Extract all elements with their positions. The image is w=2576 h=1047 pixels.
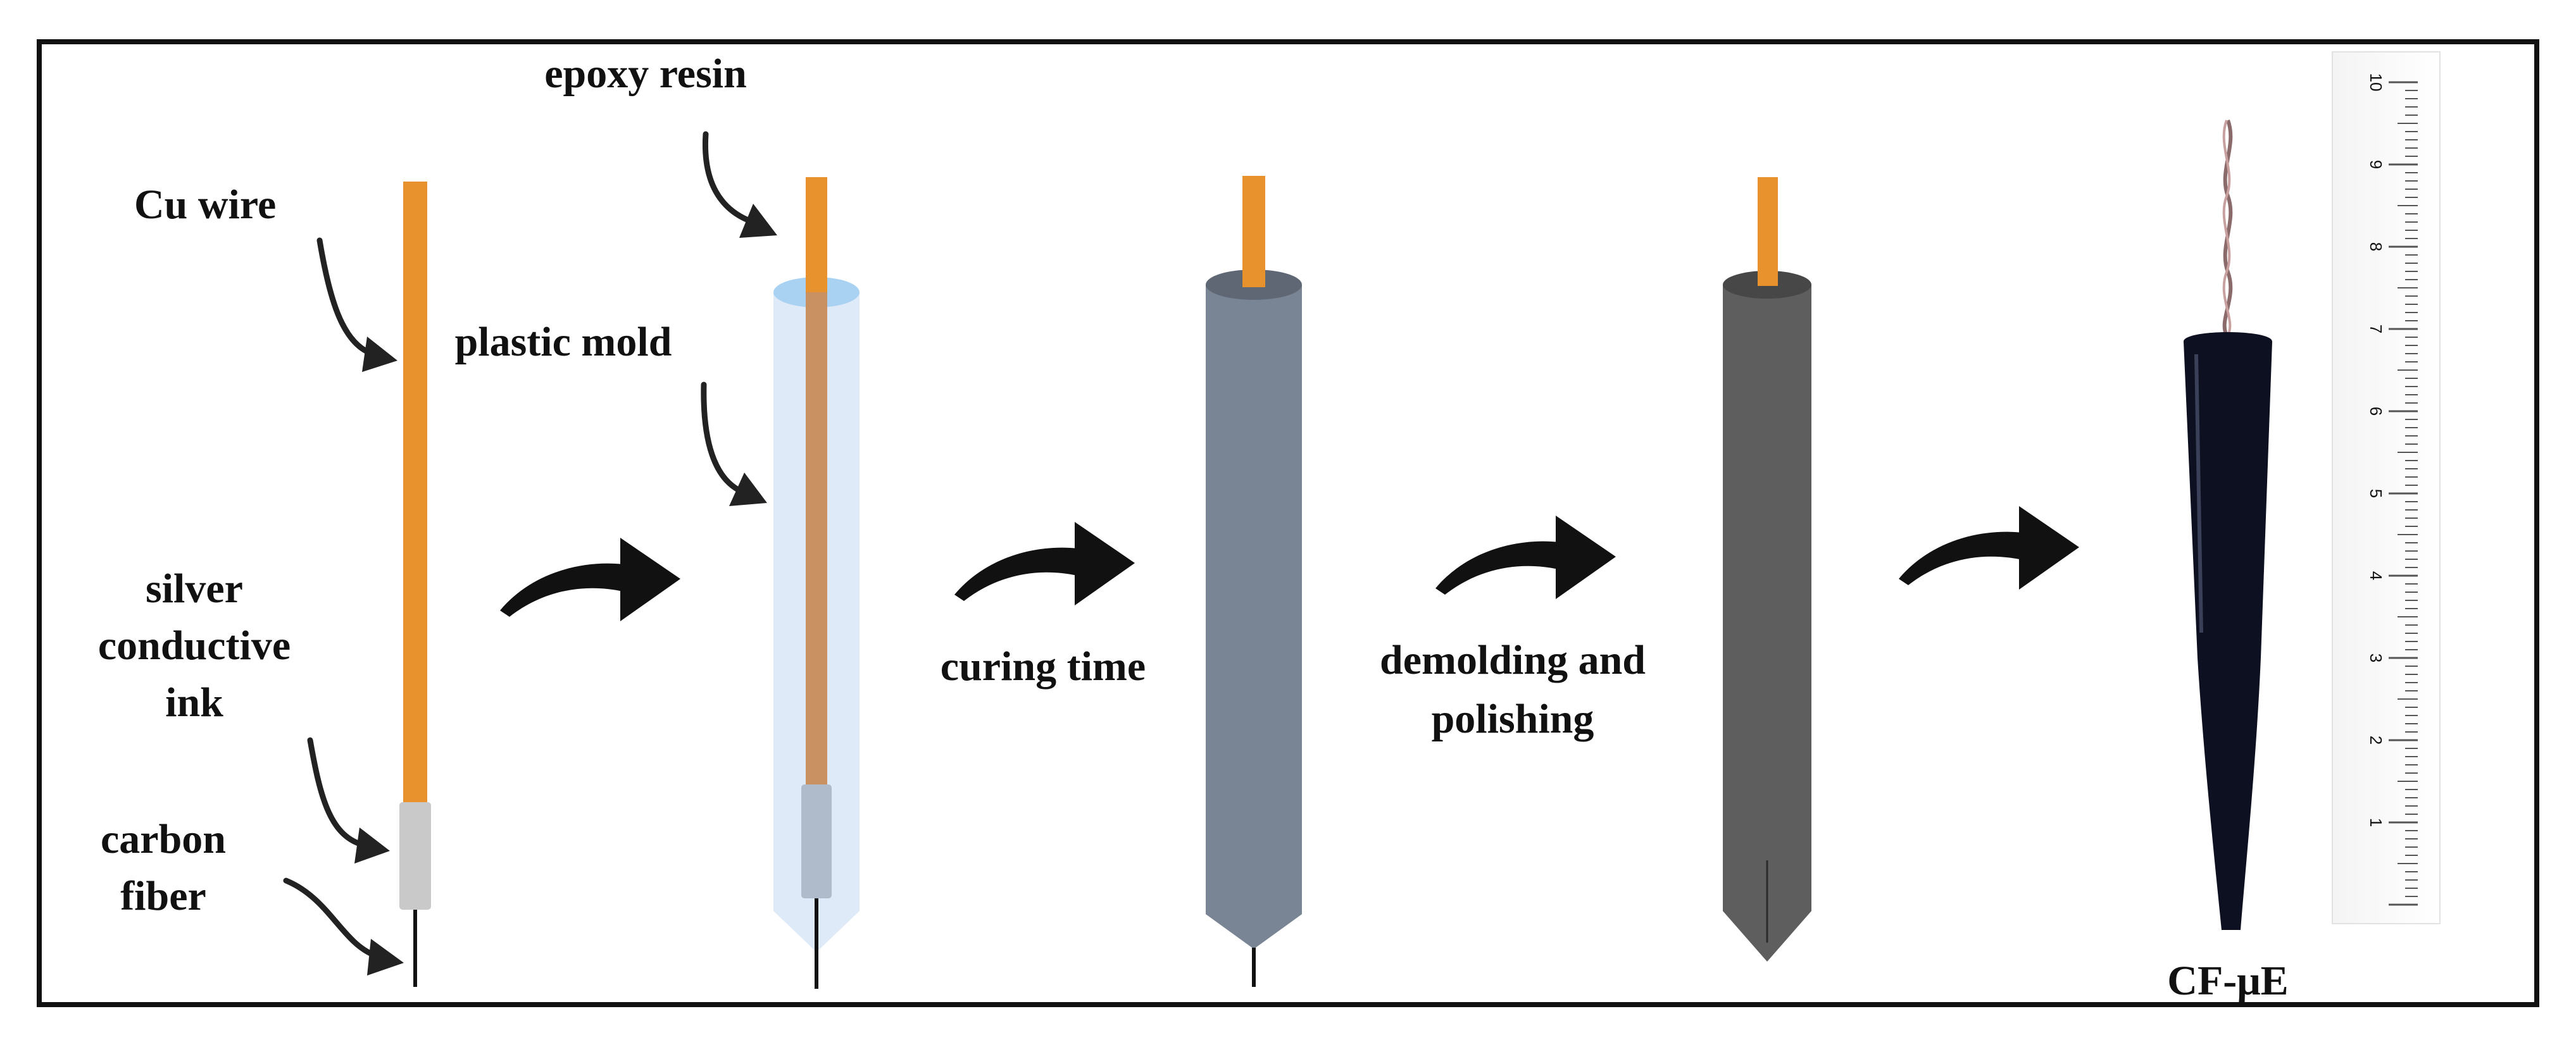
pointer-plastic-mold — [701, 381, 767, 506]
ruler-number: 6 — [2367, 407, 2385, 416]
ruler: 1 2 3 4 5 6 7 8 9 10 — [2332, 51, 2441, 924]
label-silver-line3: ink — [165, 679, 223, 726]
cu-wire-protruding — [806, 177, 827, 292]
pointer-carbon-fiber — [283, 877, 404, 976]
ruler-number: 1 — [2367, 818, 2385, 827]
process-arrow-4 — [1899, 506, 2079, 590]
cu-wire-polished — [1758, 177, 1778, 286]
cu-wire-cured — [1242, 176, 1265, 287]
cu-wire-in-mold — [806, 292, 827, 792]
ruler-number: 9 — [2367, 160, 2385, 169]
ruler-body — [2332, 51, 2441, 924]
electrode-body — [2184, 332, 2272, 930]
ruler-number: 7 — [2367, 325, 2385, 333]
label-carbon-line1: carbon — [101, 816, 226, 862]
process-arrow-3 — [1435, 516, 1616, 599]
twisted-lead-wire — [2222, 119, 2233, 337]
silver-ink-in-mold — [801, 784, 832, 898]
ruler-number: 8 — [2367, 242, 2385, 251]
label-final-electrode: CF-μE — [2167, 958, 2288, 1004]
stage-1-assembly — [399, 182, 431, 987]
stage-3-cured — [1206, 176, 1302, 987]
label-silver-line2: conductive — [98, 623, 291, 669]
process-arrow-2 — [954, 522, 1135, 605]
label-silver-line1: silver — [146, 566, 243, 612]
stage-4-polished — [1723, 177, 1811, 962]
carbon-fiber-stage-3 — [1252, 948, 1256, 987]
diagram-frame — [37, 39, 2539, 1007]
ruler-numbers: 1 2 3 4 5 6 7 8 9 10 — [2367, 73, 2385, 827]
ruler-number: 2 — [2367, 736, 2385, 745]
ruler-ticks — [2389, 81, 2418, 906]
cu-wire — [403, 182, 427, 817]
ruler-number: 4 — [2367, 571, 2385, 580]
label-demolding-line2: polishing — [1432, 696, 1594, 742]
label-cu-wire: Cu wire — [134, 182, 276, 228]
label-carbon-line2: fiber — [120, 873, 206, 919]
stage-2-mold — [773, 177, 860, 989]
process-arrow-1 — [500, 538, 680, 621]
carbon-fiber-stage-2 — [815, 898, 818, 989]
pointer-silver-ink — [307, 737, 390, 864]
label-plastic-mold: plastic mold — [455, 319, 672, 365]
polished-body — [1723, 285, 1811, 962]
ruler-number: 5 — [2367, 489, 2385, 498]
ruler-number: 3 — [2367, 654, 2385, 662]
label-demolding-line1: demolding and — [1380, 637, 1646, 683]
label-curing-time: curing time — [941, 643, 1146, 690]
silver-ink-segment — [399, 802, 431, 910]
final-electrode — [2184, 119, 2272, 930]
carbon-fiber — [413, 910, 417, 987]
cured-epoxy-body — [1206, 285, 1302, 949]
ruler-number: 10 — [2367, 73, 2385, 92]
label-epoxy-resin: epoxy resin — [544, 51, 747, 97]
pointer-cu-wire — [316, 237, 397, 372]
pointer-epoxy-resin — [702, 131, 777, 238]
